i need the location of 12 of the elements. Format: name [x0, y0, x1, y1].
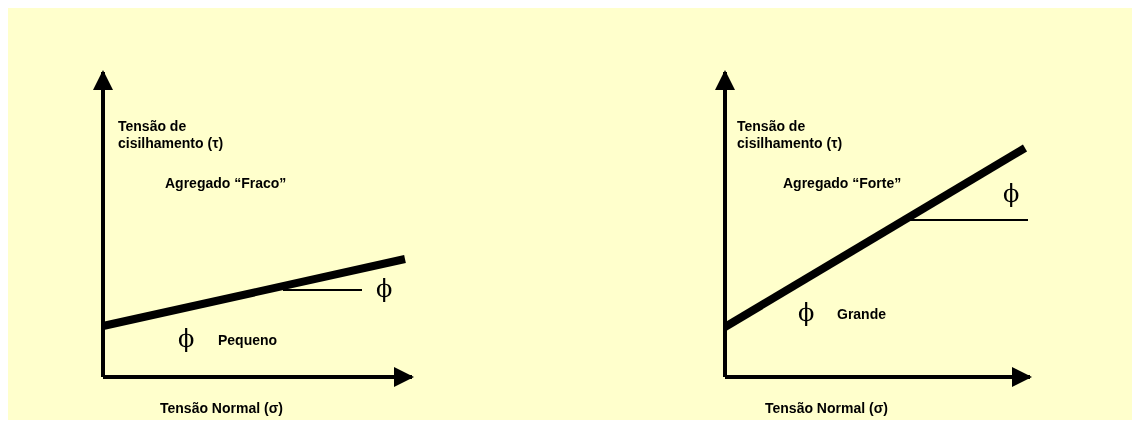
angle-symbol: ϕ: [178, 326, 195, 352]
axis-title: Tensão de cisilhamento (τ): [118, 118, 225, 152]
angle-symbol: ϕ: [376, 276, 393, 302]
region-label: Agregado “Forte”: [783, 175, 902, 192]
region-label: Grande: [837, 306, 886, 323]
angle-symbol: ϕ: [798, 300, 815, 326]
angle-symbol: ϕ: [1003, 181, 1020, 207]
region-label: Agregado “Fraco”: [165, 175, 287, 192]
axis-title: Tensão de cisilhamento (τ): [737, 118, 844, 152]
region-label: Pequeno: [218, 332, 278, 349]
axis-title: Tensão Normal (σ): [765, 400, 888, 417]
axis-title: Tensão Normal (σ): [160, 400, 283, 417]
